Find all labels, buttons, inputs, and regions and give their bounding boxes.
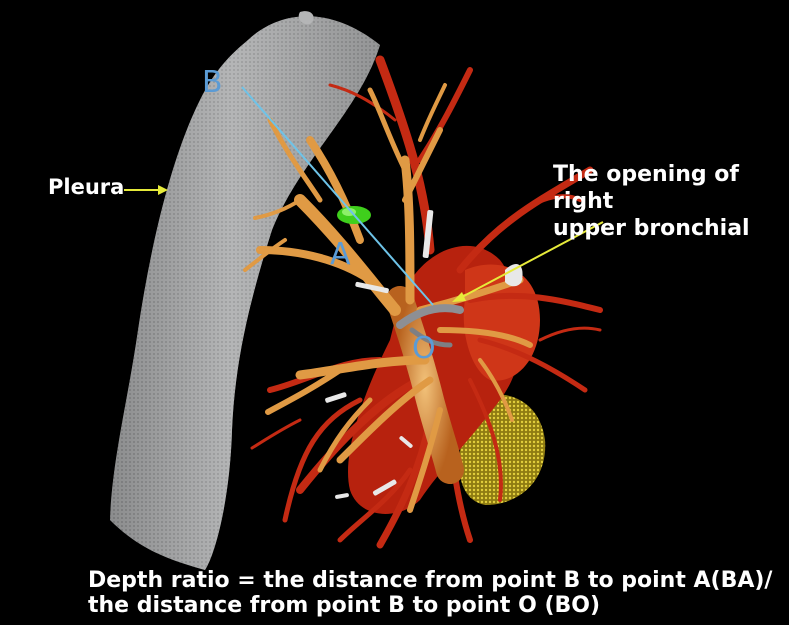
measure-line-bo: [241, 86, 434, 306]
opening-arrow: [452, 221, 604, 302]
caption-line2: the distance from point B to point O (BO…: [88, 592, 601, 618]
point-o-label: O: [412, 331, 436, 366]
depth-ratio-caption: Depth ratio = the distance from point B …: [88, 568, 773, 619]
airway-tree: [243, 83, 533, 513]
point-a-label: A: [330, 237, 351, 272]
bronchial-opening-label-line2: upper bronchial: [553, 215, 750, 241]
pleura-label: Pleura: [48, 175, 125, 199]
bronchial-opening-label-line1: The opening of right: [553, 162, 739, 214]
white-fragments: [325, 210, 523, 499]
pleura-surface: [110, 11, 380, 570]
caption-line1: Depth ratio = the distance from point B …: [88, 568, 773, 593]
bronchial-opening-label: The opening of right upper bronchial: [553, 162, 789, 242]
pleura-arrow: [124, 185, 168, 195]
point-b-label: B: [202, 65, 223, 100]
